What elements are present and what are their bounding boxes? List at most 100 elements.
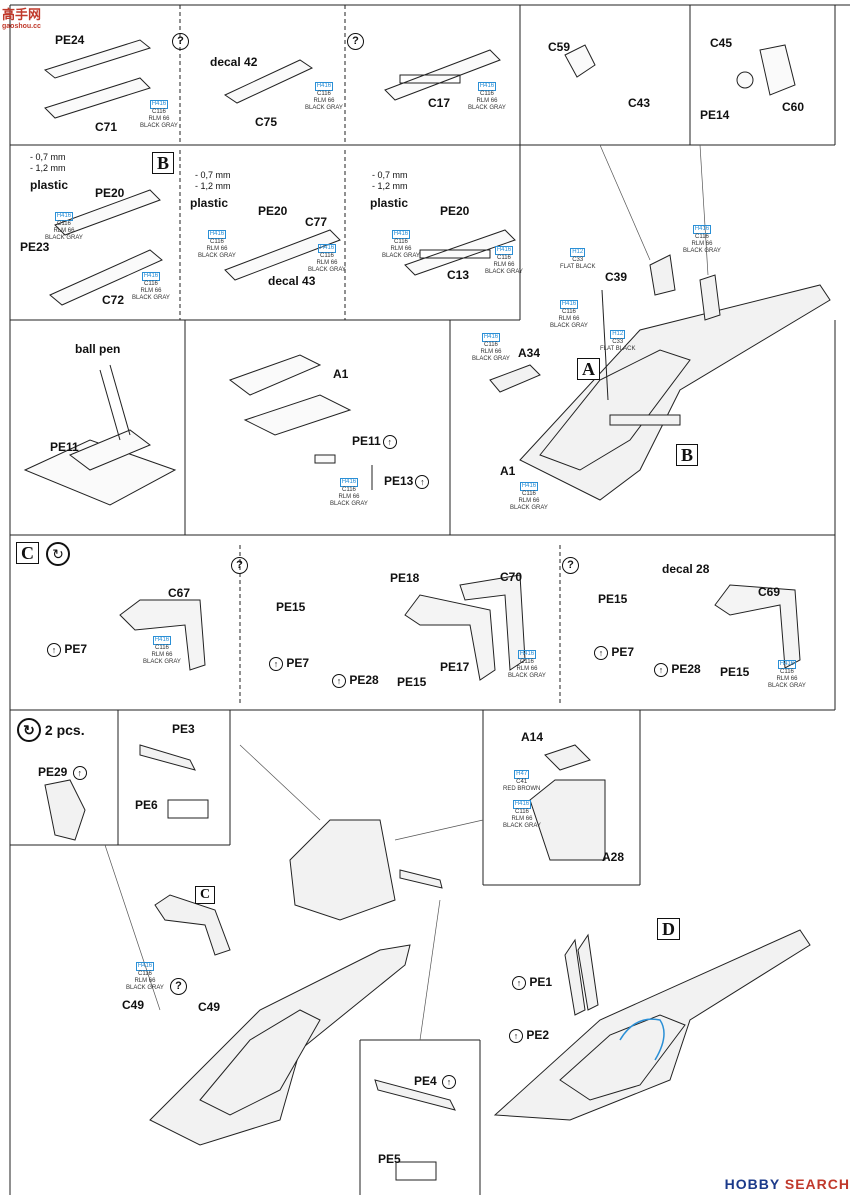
optional-icon: ? [562, 557, 579, 574]
bend-icon: ↑ [654, 662, 668, 677]
label-2pcs: ↻ 2 pcs. [17, 718, 85, 742]
step-d-marker: D [657, 918, 680, 940]
site-logo: 高手网 gaoshou.cc [2, 7, 42, 30]
label-pe17: PE17 [440, 660, 470, 674]
repeat-icon: ↻ [17, 718, 41, 742]
label-pe24: PE24 [55, 33, 85, 47]
thickness-b: - 1,2 mm [372, 181, 408, 191]
label-pe11-bend: PE11↑ [352, 434, 397, 449]
label-c49: C49 [122, 998, 145, 1012]
optional-icon: ? [170, 978, 187, 995]
optional-icon: ? [172, 33, 189, 50]
label-c67: C67 [168, 586, 191, 600]
thickness-a: - 0,7 mm [195, 170, 231, 180]
label-pe15: PE15 [397, 675, 427, 689]
label-c45: C45 [710, 36, 733, 50]
bend-icon: ↑ [594, 645, 608, 660]
label-pe7: ↑ PE7 [45, 642, 87, 657]
label-plastic: plastic [370, 196, 409, 210]
label-c49: C49 [198, 1000, 221, 1014]
label-c71: C71 [95, 120, 118, 134]
thickness-a: - 0,7 mm [372, 170, 408, 180]
bend-icon: ↑ [269, 656, 283, 671]
bend-icon: ↑ [512, 975, 526, 990]
bend-icon: ↑ [415, 474, 430, 489]
label-c13: C13 [447, 268, 470, 282]
label-c59: C59 [548, 40, 571, 54]
label-a1: A1 [500, 464, 516, 478]
label-pe14: PE14 [700, 108, 730, 122]
label-pe6: PE6 [135, 798, 158, 812]
bend-icon: ↑ [509, 1028, 523, 1043]
step-b-marker: B [152, 152, 175, 174]
bend-icon: ↑ [47, 642, 61, 657]
thickness-b: - 1,2 mm [195, 181, 231, 191]
repeat-icon: ↻ [46, 542, 70, 566]
label-pe13-bend: PE13↑ [384, 474, 430, 489]
label-c39: C39 [605, 270, 628, 284]
label-decal-43: decal 43 [268, 274, 316, 288]
label-pe20: PE20 [258, 204, 288, 218]
label-pe7: ↑ PE7 [267, 656, 309, 671]
label-decal-28: decal 28 [662, 562, 710, 576]
label-pe28: ↑ PE28 [330, 673, 379, 688]
thickness-a: - 0,7 mm [30, 152, 66, 162]
label-pe18: PE18 [390, 571, 420, 585]
label-a1: A1 [333, 367, 349, 381]
hobbysearch-watermark: HOBBY SEARCH [724, 1176, 850, 1192]
label-a28: A28 [602, 850, 625, 864]
step-c-marker: C [16, 542, 39, 564]
label-plastic: plastic [190, 196, 229, 210]
bend-icon: ↑ [332, 673, 346, 688]
optional-icon: ? [231, 557, 248, 574]
label-c17: C17 [428, 96, 451, 110]
label-pe29: PE29 ↑ [38, 765, 87, 780]
step-b-marker: B [676, 444, 699, 466]
label-pe5: PE5 [378, 1152, 401, 1166]
label-pe4: PE4 ↑ [414, 1074, 457, 1089]
optional-icon: ? [347, 33, 364, 50]
label-pe11: PE11 [50, 440, 79, 454]
label-decal-42: decal 42 [210, 55, 258, 69]
label-c69: C69 [758, 585, 781, 599]
label-pe3: PE3 [172, 722, 195, 736]
label-c77: C77 [305, 215, 328, 229]
label-pe15: PE15 [598, 592, 628, 606]
step-a-marker: A [577, 358, 600, 380]
bend-icon: ↑ [382, 434, 397, 449]
bend-icon: ↑ [442, 1074, 457, 1089]
label-ball-pen: ball pen [75, 342, 121, 356]
label-pe1: ↑ PE1 [510, 975, 552, 990]
label-a14: A14 [521, 730, 544, 744]
thickness-b: - 1,2 mm [30, 163, 66, 173]
label-c70: C70 [500, 570, 523, 584]
label-plastic: plastic [30, 178, 69, 192]
label-pe20: PE20 [95, 186, 125, 200]
label-pe28: ↑ PE28 [652, 662, 701, 677]
label-pe7: ↑ PE7 [592, 645, 634, 660]
label-c72: C72 [102, 293, 125, 307]
label-c75: C75 [255, 115, 278, 129]
label-pe15: PE15 [720, 665, 750, 679]
